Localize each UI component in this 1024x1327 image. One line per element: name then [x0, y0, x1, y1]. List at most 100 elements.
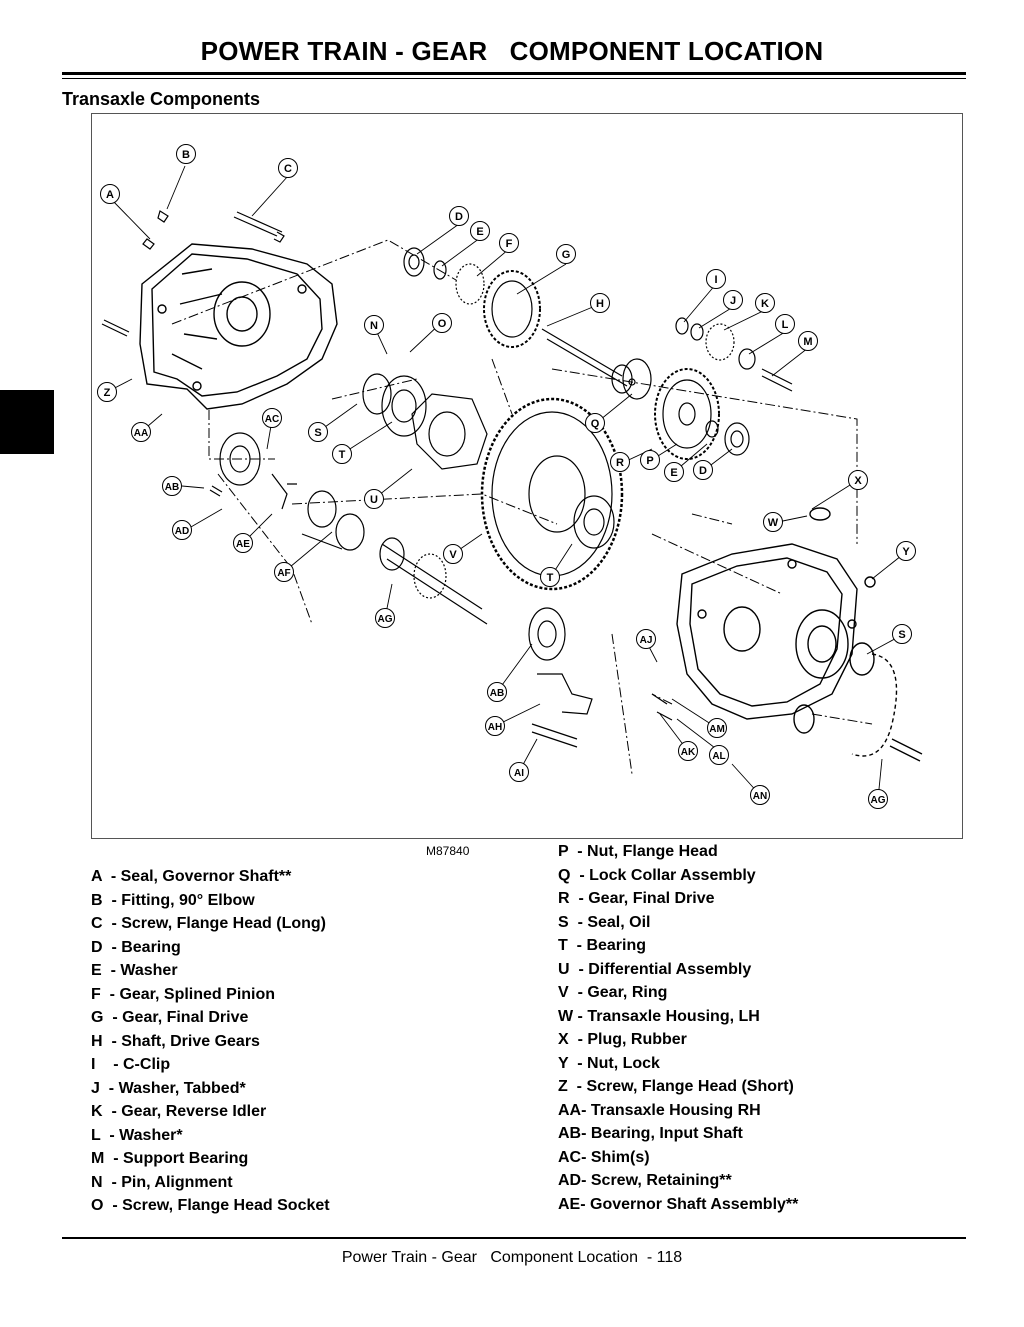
figure-id: M87840	[426, 844, 470, 858]
callout-label: V	[449, 549, 457, 561]
legend-item: AB- Bearing, Input Shaft	[558, 1125, 743, 1142]
top-shaft-parts	[403, 247, 636, 394]
legend-item: I - C-Clip	[91, 1056, 171, 1073]
callout-c: C	[278, 158, 298, 178]
callout-label: G	[562, 249, 571, 261]
callout-label: Y	[902, 546, 910, 558]
callout-i: I	[706, 269, 726, 289]
callout-v: V	[443, 544, 463, 564]
callout-ak: AK	[678, 741, 698, 761]
callout-label: AC	[265, 414, 279, 425]
callout-label: AH	[488, 722, 502, 733]
page-title: POWER TRAIN - GEAR COMPONENT LOCATION	[200, 36, 824, 66]
callout-q: Q	[585, 413, 605, 433]
callout-label: AL	[712, 751, 725, 762]
chapter-tab-marker	[0, 390, 54, 454]
callout-label: AM	[709, 724, 725, 735]
callout-label: B	[182, 149, 190, 161]
callout-aj: AJ	[636, 629, 656, 649]
callout-u: U	[364, 489, 384, 509]
callout-t: T	[332, 444, 352, 464]
callout-ab: AB	[162, 476, 182, 496]
legend-item: AA- Transaxle Housing RH	[558, 1101, 761, 1119]
callout-label: S	[898, 629, 905, 641]
legend-item: L - Washer*	[91, 1126, 183, 1144]
callout-label: AE	[236, 539, 250, 550]
callout-k: K	[755, 293, 775, 313]
callout-l: L	[775, 314, 795, 334]
legend-left: A - Seal, Governor Shaft**B - Fitting, 9…	[91, 865, 330, 1218]
callout-label: I	[714, 274, 717, 286]
callout-label: AD	[175, 526, 189, 537]
legend-item: U - Differential Assembly	[558, 960, 752, 978]
legend-item: E - Washer	[91, 962, 178, 979]
page-footer: Power Train - Gear Component Location - …	[341, 1249, 683, 1266]
final-drive-gear	[622, 358, 750, 460]
callout-label: O	[438, 318, 447, 330]
legend-item: M - Support Bearing	[91, 1150, 249, 1167]
callout-label: D	[699, 465, 707, 477]
housing-lh	[676, 507, 923, 762]
callout-b: B	[176, 144, 196, 164]
screw-c-and-fittings	[101, 210, 285, 497]
callout-am: AM	[707, 718, 727, 738]
callout-label: E	[476, 226, 483, 238]
legend-item: AE- Governor Shaft Assembly**	[558, 1195, 799, 1213]
legend-item: AC- Shim(s)	[558, 1148, 650, 1166]
callout-ai: AI	[509, 762, 529, 782]
callout-ad: AD	[172, 520, 192, 540]
callout-r: R	[610, 452, 630, 472]
assembly-guide-lines	[171, 239, 873, 775]
callout-label: L	[782, 319, 789, 331]
callout-al: AL	[709, 745, 729, 765]
callout-label: T	[547, 572, 554, 584]
callout-label: F	[506, 238, 513, 250]
callout-g: G	[556, 244, 576, 264]
callout-label: R	[616, 457, 624, 469]
callout-label: AN	[753, 791, 767, 802]
callout-label: AF	[277, 568, 290, 579]
callout-w: W	[763, 512, 783, 532]
callout-aa: AA	[131, 422, 151, 442]
callout-label: AJ	[640, 635, 653, 646]
idler-group	[675, 317, 793, 392]
callout-p: P	[640, 450, 660, 470]
callout-label: K	[761, 298, 769, 310]
footer-rule	[62, 1237, 966, 1239]
callout-label: Q	[591, 418, 600, 430]
callout-ag: AG	[375, 608, 395, 628]
callout-e: E	[664, 462, 684, 482]
callout-label: W	[768, 517, 779, 529]
callout-label: E	[670, 467, 677, 479]
callout-label: Z	[104, 387, 111, 399]
callout-label: X	[854, 475, 862, 487]
legend-item: K - Gear, Reverse Idler	[91, 1103, 267, 1120]
callout-label: M	[803, 336, 812, 348]
header-rule-thin	[62, 78, 966, 79]
callout-label: A	[106, 189, 114, 201]
differential-ring-gear	[362, 373, 624, 591]
callout-d: D	[693, 460, 713, 480]
callout-label: AB	[490, 688, 504, 699]
callout-z: Z	[97, 382, 117, 402]
callout-e: E	[470, 221, 490, 241]
legend-item: Q - Lock Collar Assembly	[558, 866, 756, 884]
callout-af: AF	[274, 562, 294, 582]
callout-f: F	[499, 233, 519, 253]
callout-label: D	[455, 211, 463, 223]
legend-item: J - Washer, Tabbed*	[91, 1079, 246, 1097]
callout-y: Y	[896, 541, 916, 561]
callout-j: J	[723, 290, 743, 310]
callout-x: X	[848, 470, 868, 490]
legend-item: V - Gear, Ring	[558, 984, 668, 1001]
legend-item: T - Bearing	[558, 937, 647, 954]
callout-label: P	[646, 455, 653, 467]
callout-a: A	[100, 184, 120, 204]
callout-an: AN	[750, 785, 770, 805]
callout-o: O	[432, 313, 452, 333]
callout-ae: AE	[233, 533, 253, 553]
callout-label: C	[284, 163, 292, 175]
